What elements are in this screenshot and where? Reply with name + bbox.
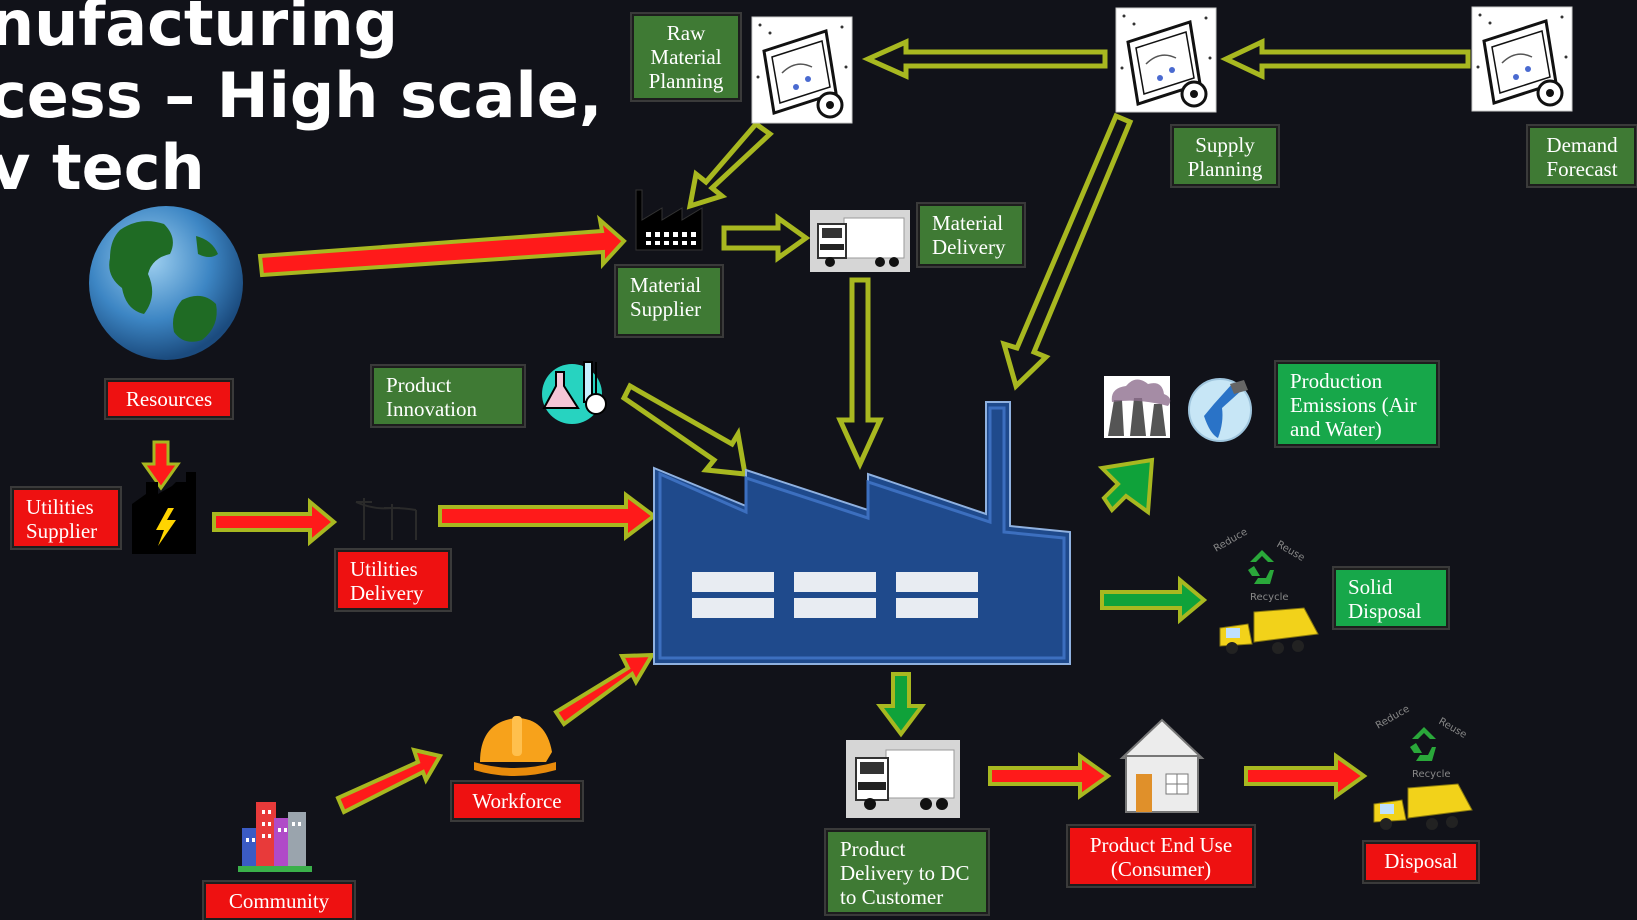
arrow-factory-to-emissions [1097, 457, 1155, 516]
globe-icon [89, 206, 243, 360]
title-line-2: cess – High scale, [0, 59, 603, 132]
recycle-text: Recycle [1412, 769, 1451, 780]
label-supply-planning: Supply Planning [1170, 124, 1280, 188]
arrow-supply-to-factory [1000, 112, 1134, 391]
reuse-text: Reuse [1437, 716, 1469, 741]
factory-windows [692, 572, 978, 618]
arrow-delivery-to-end-use [988, 752, 1112, 800]
arrow-supply-to-raw-planning [861, 38, 1108, 80]
truck-icon-material [810, 210, 910, 272]
label-material-delivery: Material Delivery [916, 202, 1026, 268]
label-production-emissions: Production Emissions (Air and Water) [1274, 360, 1440, 448]
utility-poles-icon [355, 498, 417, 540]
arrows [141, 38, 1471, 815]
label-solid-disposal: Solid Disposal [1332, 566, 1450, 630]
arrow-demand-to-supply [1220, 38, 1471, 80]
label-material-supplier: Material Supplier [614, 264, 724, 338]
label-disposal: Disposal [1362, 840, 1480, 884]
label-raw-material-planning: Raw Material Planning [630, 12, 742, 102]
arrow-innovation-to-factory [620, 382, 749, 477]
reuse-text: Reuse [1275, 539, 1307, 564]
recycle-icon-solid: Reduce Reuse Recycle [1212, 527, 1306, 603]
arrow-utilities-supplier-to-delivery [212, 497, 338, 547]
recycle-text: Recycle [1250, 592, 1289, 603]
arrow-planning-to-supplier [686, 120, 774, 210]
arrow-community-to-workforce [335, 747, 444, 815]
factory-icon-main [653, 401, 1071, 665]
arrow-resources-to-supplier [257, 214, 627, 278]
water-pollution-icon [1188, 378, 1252, 442]
arrow-resources-to-utilities [141, 440, 181, 491]
power-plant-icon [132, 472, 196, 554]
title-line-3: v tech [0, 131, 205, 204]
reduce-text: Reduce [1374, 704, 1412, 732]
arrow-workforce-to-factory [553, 652, 656, 727]
label-workforce: Workforce [450, 780, 584, 822]
label-resources: Resources [104, 378, 234, 420]
hard-hat-icon [474, 716, 556, 776]
arrow-utilities-delivery-to-factory [438, 491, 658, 541]
lab-flask-icon [542, 361, 607, 424]
city-icon [238, 802, 312, 872]
planning-board-icon-demand [1471, 6, 1573, 112]
slide-title: nufacturing cess – High scale, v tech [0, 0, 602, 204]
arrow-end-use-to-disposal [1244, 752, 1368, 800]
arrow-factory-to-solid-disposal [1100, 575, 1208, 625]
label-utilities-supplier: Utilities Supplier [10, 486, 122, 550]
truck-icon-product [846, 740, 960, 818]
planning-board-icon-supply [1115, 7, 1217, 113]
arrow-factory-to-delivery [876, 672, 926, 738]
recycle-icon-disposal: Reduce Reuse Recycle [1374, 704, 1468, 780]
label-product-end-use: Product End Use (Consumer) [1066, 824, 1256, 888]
supplier-factory-icon [635, 189, 703, 251]
reduce-text: Reduce [1212, 527, 1250, 555]
label-product-delivery: Product Delivery to DC to Customer [824, 828, 990, 916]
smokestack-icon [1104, 376, 1171, 438]
house-icon [1119, 718, 1205, 813]
planning-board-icon-raw [751, 16, 853, 124]
garbage-truck-icon-solid [1219, 607, 1319, 654]
garbage-truck-icon-disposal [1373, 783, 1473, 830]
title-line-1: nufacturing [0, 0, 398, 60]
arrow-delivery-to-factory [836, 277, 884, 471]
arrow-supplier-to-delivery [721, 213, 811, 263]
label-utilities-delivery: Utilities Delivery [334, 548, 452, 612]
label-community: Community [202, 880, 356, 920]
label-demand-forecast: Demand Forecast [1526, 124, 1637, 188]
label-product-innovation: Product Innovation [370, 364, 526, 428]
